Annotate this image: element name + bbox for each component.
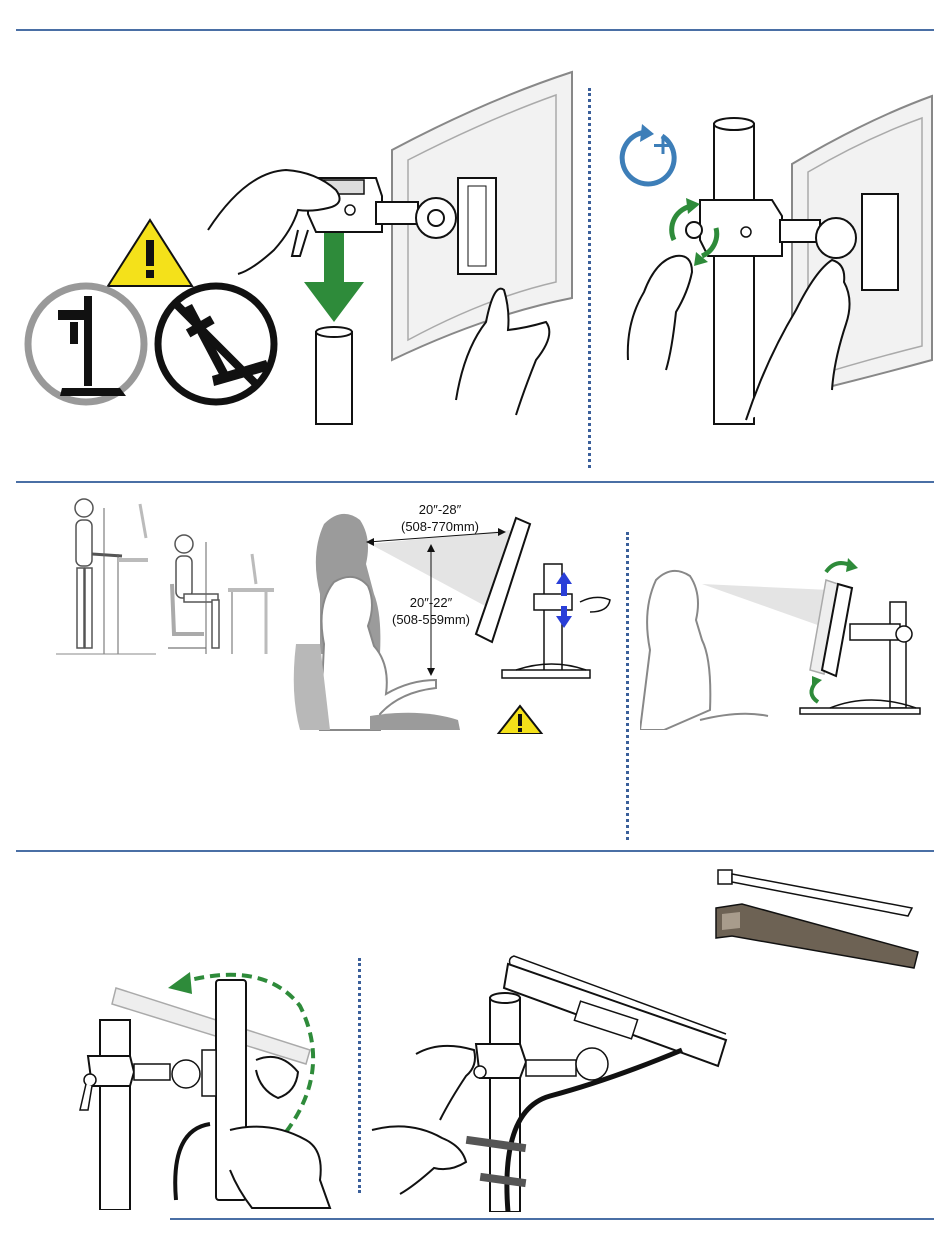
rotate-tighten-icon [622, 124, 674, 184]
warning-triangle-icon [498, 706, 542, 734]
height-dimension-label: 20″-22″ [410, 595, 453, 610]
distance-dimension-mm: (508-770mm) [401, 519, 479, 534]
stand-tipped-prohibited-icon [158, 286, 274, 402]
mount-onto-pole-illustration [16, 60, 586, 440]
distance-dimension-label: 20″-28″ [419, 502, 462, 517]
warning-triangle-icon [108, 220, 192, 286]
divider-step1-step2 [588, 88, 591, 468]
down-arrow-icon [304, 230, 364, 322]
divider-rotate-cable [358, 958, 361, 1193]
bottom-rule [170, 1218, 934, 1220]
section3-rule [16, 850, 934, 852]
section2-rule [16, 481, 934, 483]
height-dimension-mm: (508-559mm) [392, 612, 470, 627]
tighten-clamp-illustration [596, 60, 934, 440]
cable-ties-illustration [712, 862, 924, 974]
tilt-adjust-illustration [640, 550, 930, 730]
cable-management-illustration [370, 950, 740, 1212]
viewing-distance-illustration: 20″-28″ (508-770mm) 20″-22″ (508-559mm) [290, 494, 616, 734]
ergonomic-posture-illustration [56, 494, 278, 660]
rotate-monitor-illustration [70, 960, 350, 1210]
top-rule [16, 29, 934, 31]
divider-height-tilt [626, 532, 629, 840]
stand-upright-allowed-icon [28, 286, 144, 402]
